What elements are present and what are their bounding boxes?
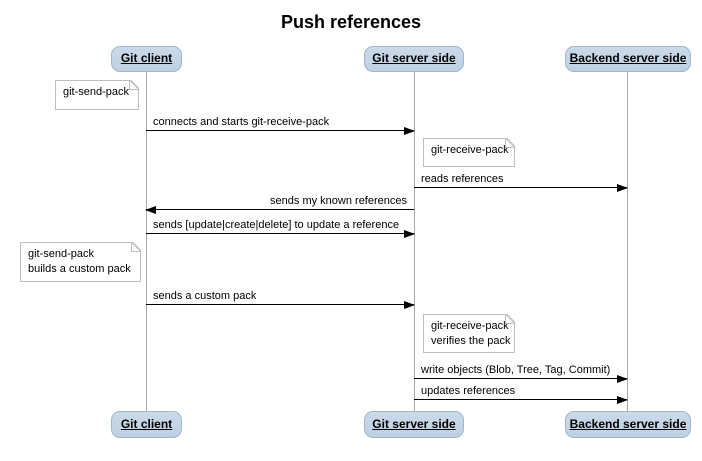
arrowhead-right-icon <box>617 374 628 383</box>
message-label: write objects (Blob, Tree, Tag, Commit) <box>421 364 611 376</box>
participant-backend-server-side-top: Backend server side <box>565 46 691 72</box>
arrowhead-right-icon <box>617 395 628 404</box>
participant-git-client-top: Git client <box>111 46 182 72</box>
participant-label: Git client <box>120 51 173 65</box>
message-line <box>146 304 414 305</box>
participant-label: Backend server side <box>569 417 687 431</box>
arrowhead-left-icon <box>145 205 156 214</box>
note-verifies-pack: git-receive-pack verifies the pack <box>423 314 515 353</box>
arrowhead-right-icon <box>617 183 628 192</box>
participant-git-server-side-bottom: Git server side <box>364 411 464 438</box>
message-sends-custom-pack: sends a custom pack <box>146 287 415 309</box>
message-write-objects: write objects (Blob, Tree, Tag, Commit) <box>414 361 628 383</box>
lifeline-git-client <box>146 72 147 411</box>
message-sends-known-references: sends my known references <box>145 192 414 214</box>
message-line <box>146 209 414 210</box>
message-label: updates references <box>421 385 516 397</box>
message-line <box>414 187 627 188</box>
note-git-send-pack: git-send-pack <box>55 80 139 110</box>
participant-git-client-bottom: Git client <box>111 411 182 438</box>
message-label: reads references <box>421 173 504 185</box>
message-label: sends my known references <box>270 195 407 207</box>
note-fold-icon <box>129 80 139 90</box>
note-fold-icon <box>505 314 515 324</box>
participant-label: Git client <box>120 417 173 431</box>
message-updates-references: updates references <box>414 382 628 404</box>
note-line: verifies the pack <box>431 335 511 347</box>
note-line: git-receive-pack <box>431 320 509 332</box>
note-fold-icon <box>505 138 515 148</box>
note-line: git-send-pack <box>63 86 130 98</box>
message-label: sends a custom pack <box>153 290 257 302</box>
note-line: git-receive-pack <box>431 144 509 156</box>
arrowhead-right-icon <box>404 126 415 135</box>
note-fold-icon <box>131 242 141 252</box>
message-line <box>414 378 627 379</box>
arrowhead-right-icon <box>404 300 415 309</box>
note-builds-custom-pack: git-send-pack builds a custom pack <box>20 242 141 282</box>
message-line <box>414 399 627 400</box>
participant-backend-server-side-bottom: Backend server side <box>565 411 691 438</box>
message-label: sends [update|create|delete] to update a… <box>153 219 400 231</box>
message-connects-starts-receive-pack: connects and starts git-receive-pack <box>146 113 415 135</box>
message-line <box>146 130 414 131</box>
lifeline-backend-server-side <box>627 72 628 411</box>
message-update-create-delete: sends [update|create|delete] to update a… <box>146 216 415 238</box>
message-label: connects and starts git-receive-pack <box>153 116 330 128</box>
note-line: builds a custom pack <box>28 263 131 275</box>
note-git-receive-pack: git-receive-pack <box>423 138 515 167</box>
participant-label: Git server side <box>372 417 456 431</box>
note-line: git-send-pack <box>28 248 95 260</box>
participant-label: Git server side <box>372 51 456 65</box>
message-reads-references: reads references <box>414 170 628 192</box>
participant-label: Backend server side <box>569 51 687 65</box>
message-line <box>146 233 414 234</box>
participant-git-server-side-top: Git server side <box>364 46 464 72</box>
arrowhead-right-icon <box>404 229 415 238</box>
diagram-title: Push references <box>280 12 422 32</box>
lifeline-git-server-side <box>414 72 415 411</box>
